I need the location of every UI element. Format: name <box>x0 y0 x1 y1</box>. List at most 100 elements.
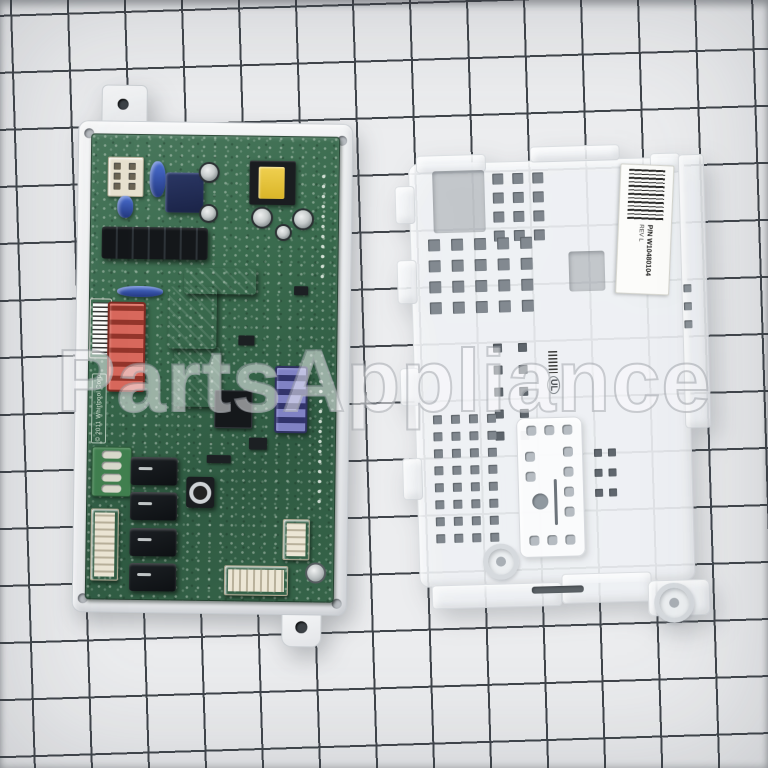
hole <box>518 364 528 375</box>
hole <box>128 162 136 170</box>
hole <box>684 320 693 329</box>
hole <box>519 236 533 249</box>
electrolytic-capacitor <box>200 163 218 182</box>
hole <box>429 302 443 315</box>
hole <box>563 486 575 497</box>
bottom-slot <box>531 585 584 594</box>
hole <box>533 229 546 241</box>
buzzer <box>186 476 215 509</box>
terminal-slot <box>101 484 122 493</box>
recessed-window <box>432 169 486 234</box>
cover-clip-tab <box>394 185 416 225</box>
hole <box>512 172 524 185</box>
electrolytic-capacitor <box>276 225 290 240</box>
panel-round-hole <box>532 493 549 510</box>
boss-center <box>669 597 680 608</box>
hole <box>489 515 499 525</box>
green-terminal-block <box>91 446 132 497</box>
hole <box>495 431 505 441</box>
connector-slots <box>113 162 136 190</box>
small-ic <box>294 286 309 296</box>
panel-holes <box>524 451 536 482</box>
hole <box>433 432 443 442</box>
hole <box>547 535 558 546</box>
hole <box>532 191 544 203</box>
hole <box>519 386 529 397</box>
hole <box>469 431 479 441</box>
relay <box>129 492 178 521</box>
hole <box>433 449 444 459</box>
blue-capacitor <box>117 195 134 218</box>
hole <box>434 466 444 476</box>
electrolytic-capacitor <box>293 210 313 229</box>
hole <box>532 172 544 184</box>
terminal-slot <box>101 473 122 482</box>
hole <box>429 281 442 294</box>
white-header-connector <box>107 156 144 198</box>
hole <box>493 211 505 223</box>
through-hole-row <box>319 171 327 282</box>
panel-holes <box>562 446 575 517</box>
hole <box>489 498 499 508</box>
hole <box>450 414 461 424</box>
plastic-cover: P/N W10480104 REV L UL <box>379 133 732 630</box>
cover-clip-tab <box>402 457 424 501</box>
hole <box>471 499 481 509</box>
hole <box>453 499 463 509</box>
mounting-screw <box>307 564 325 582</box>
vent-hole-array <box>683 284 693 329</box>
hole <box>487 447 498 457</box>
hole <box>494 387 504 397</box>
green-circuit-board: © 2011 Whirlpool Corp. <box>84 133 341 603</box>
hole <box>472 533 482 543</box>
electrolytic-capacitor <box>252 208 272 227</box>
hole <box>608 468 617 477</box>
hole <box>475 300 489 314</box>
cover-clip-tab <box>396 259 418 305</box>
hole <box>594 468 603 477</box>
white-horizontal-connector <box>223 565 289 597</box>
hole <box>128 172 136 180</box>
hole <box>524 451 536 462</box>
recessed-window <box>568 250 606 292</box>
hole <box>517 342 528 353</box>
hole <box>521 299 535 312</box>
screw-boss <box>653 582 695 624</box>
whirlpool-copyright-marking: © 2011 Whirlpool Corp. <box>90 373 107 444</box>
hole <box>450 238 464 251</box>
heatsink <box>173 346 221 408</box>
small-ic <box>248 437 268 450</box>
mounting-hole <box>117 98 129 110</box>
capacitor-bank <box>101 226 208 260</box>
relay <box>129 527 177 557</box>
hole <box>513 210 525 223</box>
hole <box>435 500 445 510</box>
hole <box>453 516 463 526</box>
small-ic <box>238 335 255 346</box>
panel-holes <box>526 424 573 436</box>
hole <box>563 466 574 477</box>
hole <box>468 414 479 424</box>
panel-slot <box>553 479 558 526</box>
hole <box>520 257 533 270</box>
hole <box>498 300 512 313</box>
transformer <box>249 160 296 206</box>
heatsink <box>168 286 218 350</box>
hole <box>451 431 461 441</box>
mini-barcode <box>548 350 558 374</box>
hole <box>470 465 480 475</box>
part-number-label: P/N W10480104 REV L <box>615 163 675 296</box>
blue-capacitor <box>149 161 166 198</box>
hole <box>497 258 510 271</box>
hole <box>565 534 576 545</box>
hole <box>564 506 575 517</box>
hole <box>427 239 441 252</box>
hole <box>533 210 545 222</box>
electrolytic-capacitor <box>201 205 217 222</box>
control-board-assembly: © 2011 Whirlpool Corp. <box>66 84 356 650</box>
hole <box>498 279 511 292</box>
blue-axial-component <box>116 285 164 298</box>
vent-hole-array <box>492 172 546 242</box>
hole <box>432 415 443 425</box>
hole <box>113 182 121 190</box>
